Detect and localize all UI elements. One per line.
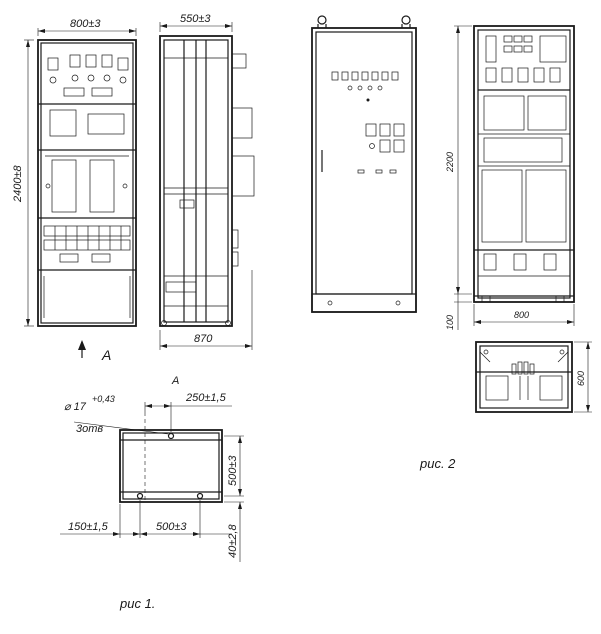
figure1-caption: рис 1. bbox=[119, 596, 155, 611]
fig1-plan-depth: 500±3 bbox=[224, 435, 244, 497]
plan-base-label: 40±2,8 bbox=[227, 524, 239, 558]
hole-tolerance-label: +0,43 bbox=[92, 394, 115, 404]
fig1-side-top-label: 550±3 bbox=[180, 13, 211, 25]
fig2-width-dimension: 800 bbox=[473, 304, 575, 326]
plan-width-label: 500±3 bbox=[156, 521, 187, 533]
fig1-front-view bbox=[37, 39, 137, 327]
fig1-height-dimension: 2400±8 bbox=[12, 39, 34, 327]
fig2-height-label: 2200 bbox=[445, 152, 455, 173]
fig1-plan-offset-top: 250±1,5 bbox=[144, 392, 232, 432]
fig2-height-dimension: 2200 bbox=[445, 25, 472, 295]
fig1-side-top-dimension: 550±3 bbox=[159, 13, 233, 32]
figure2-caption: рис. 2 bbox=[419, 456, 456, 471]
fig1-width-label: 800±3 bbox=[70, 18, 101, 30]
fig2-open-view bbox=[473, 25, 575, 303]
fig1-side-view bbox=[159, 35, 255, 327]
fig1-side-bottom-label: 870 bbox=[194, 333, 213, 345]
hole-diameter-label: ⌀ 17 bbox=[64, 401, 87, 413]
fig2-depth-label: 600 bbox=[576, 371, 586, 386]
fig2-width-label: 800 bbox=[514, 310, 529, 320]
plan-depth-label: 500±3 bbox=[227, 455, 239, 486]
fig2-front-view bbox=[311, 15, 417, 313]
plan-view-label: A bbox=[171, 375, 179, 387]
hole-count-label: 3отв bbox=[76, 423, 103, 435]
fig2-plinth-label: 100 bbox=[445, 315, 455, 330]
view-arrow-a: A bbox=[78, 340, 111, 363]
fig2-plan-view bbox=[475, 341, 573, 413]
fig1-plan-bottom-dimensions: 150±1,5 500±3 bbox=[60, 500, 232, 538]
plan-offset-top-label: 250±1,5 bbox=[185, 392, 227, 404]
fig1-side-bottom-dimension: 870 bbox=[159, 270, 253, 350]
fig2-depth-dimension: 600 bbox=[574, 341, 592, 413]
fig2-plinth-dimension: 100 bbox=[445, 294, 472, 330]
fig1-plan-view: A ⌀ 17 +0,43 3отв bbox=[64, 375, 223, 503]
fig1-height-label: 2400±8 bbox=[12, 164, 24, 203]
fig1-plan-base: 40±2,8 bbox=[224, 501, 244, 562]
view-arrow-label: A bbox=[101, 347, 111, 363]
fig1-width-dimension: 800±3 bbox=[37, 18, 137, 36]
plan-offset-left-label: 150±1,5 bbox=[68, 521, 109, 533]
